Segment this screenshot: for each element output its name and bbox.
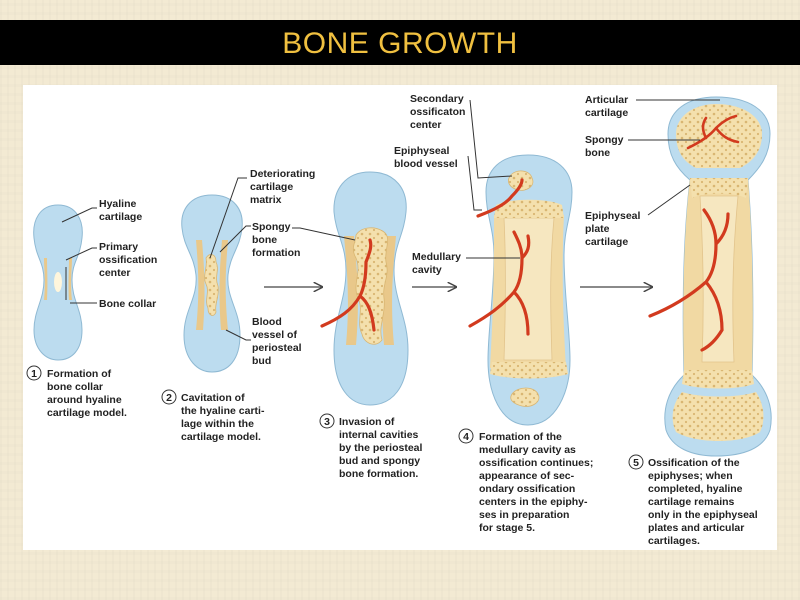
step-3-text: Invasion of internal cavities by the per… [339, 416, 425, 480]
label-spongy-bone: Spongy bone [585, 134, 626, 159]
step-4-number-circle [458, 428, 474, 444]
step-5-caption: 5 Ossification of the epiphyses; when co… [628, 454, 761, 547]
step-3-number: 3 [324, 416, 330, 428]
step-3-caption: 3 Invasion of internal cavities by the p… [319, 413, 425, 480]
title-bar [0, 20, 800, 65]
step-4-number: 4 [463, 431, 469, 443]
anatomy-labels: Hyaline cartilage Primary ossification c… [99, 93, 643, 367]
label-hyaline-cartilage: Hyaline cartilage [99, 198, 142, 223]
label-medullary-cavity: Medullary cavity [412, 251, 464, 276]
label-blood-vessel-periosteal-bud: Blood vessel of periosteal bud [252, 316, 305, 367]
leader-lines [61, 99, 720, 341]
step-3-number-circle [319, 413, 335, 429]
bone-stage-1 [33, 204, 83, 361]
step-1-number-circle [26, 365, 42, 381]
step-2-number: 2 [166, 392, 172, 404]
label-spongy-bone-formation: Spongy bone formation [252, 221, 300, 259]
label-epiphyseal-blood-vessel: Epiphyseal blood vessel [394, 145, 458, 170]
step-5-text: Ossification of the epiphyses; when comp… [648, 457, 761, 547]
slide-title: BONE GROWTH [282, 27, 518, 60]
bone-stage-2 [181, 194, 243, 373]
label-articular-cartilage: Articular cartilage [585, 94, 631, 119]
label-deteriorating-matrix: Deteriorating cartilage matrix [250, 168, 318, 206]
step-5-number: 5 [633, 457, 639, 469]
step-2-number-circle [161, 389, 177, 405]
step-4-text: Formation of the medullary cavity as oss… [479, 431, 596, 534]
label-bone-collar: Bone collar [99, 298, 156, 310]
bone-stage-5 [648, 96, 772, 457]
step-1-number: 1 [31, 368, 37, 380]
label-epiphyseal-plate-cartilage: Epiphyseal plate cartilage [585, 210, 643, 248]
step-4-caption: 4 Formation of the medullary cavity as o… [458, 428, 596, 534]
step-1-text: Formation of bone collar around hyaline … [47, 368, 127, 419]
step-2-text: Cavitation of the hyaline carti- lage wi… [181, 392, 267, 443]
bone-stage-4 [468, 154, 573, 426]
label-primary-ossification-center: Primary ossification center [99, 241, 160, 279]
label-secondary-ossification-center: Secondary ossificaton center [410, 93, 468, 131]
step-1-caption: 1 Formation of bone collar around hyalin… [26, 365, 127, 419]
step-5-number-circle [628, 454, 644, 470]
bone-stage-3 [320, 171, 409, 406]
step-2-caption: 2 Cavitation of the hyaline carti- lage … [161, 389, 267, 443]
